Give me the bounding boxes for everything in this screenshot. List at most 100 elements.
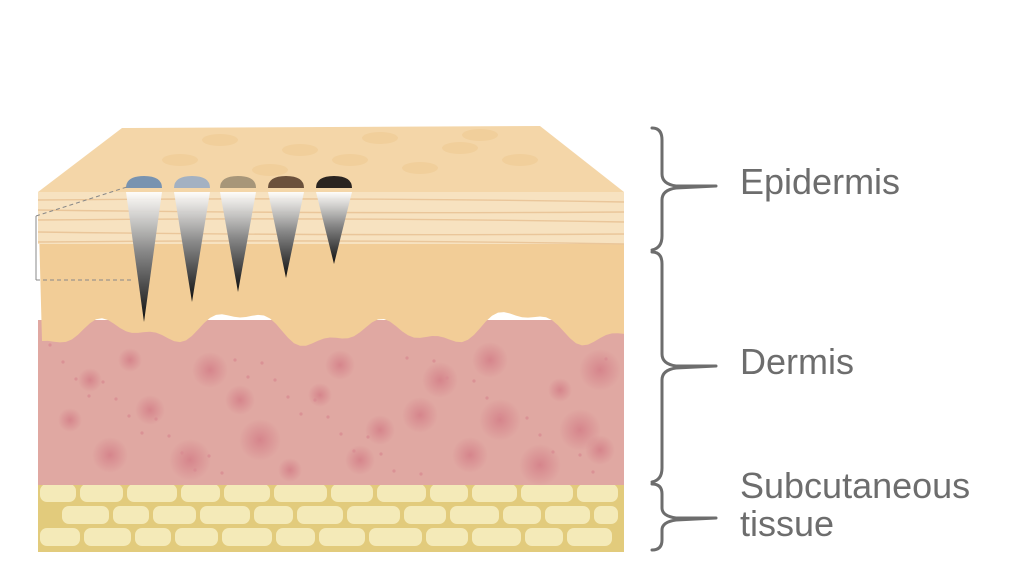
fat-cell bbox=[377, 484, 426, 502]
pigment-dot bbox=[126, 176, 162, 188]
fat-cell bbox=[135, 528, 171, 546]
dermis-dot bbox=[339, 432, 343, 436]
dermis-dot bbox=[591, 470, 595, 474]
dermis-spot bbox=[58, 408, 82, 432]
dermis-dot bbox=[167, 434, 171, 438]
dermis-spot bbox=[559, 409, 601, 451]
dermis-dot bbox=[419, 472, 423, 476]
surface-pore bbox=[462, 129, 498, 141]
bracket-dermis bbox=[650, 250, 718, 484]
surface-pores bbox=[162, 129, 538, 176]
fat-cell bbox=[276, 528, 315, 546]
dermis-spot bbox=[472, 342, 508, 378]
pigment-needles bbox=[126, 176, 352, 322]
dermis-spot bbox=[345, 445, 375, 475]
dermis-spot bbox=[365, 415, 395, 445]
subcutaneous-layer bbox=[38, 480, 624, 552]
dermis-dot bbox=[220, 471, 224, 475]
dermis-dot bbox=[260, 361, 264, 365]
dermis-dot bbox=[246, 375, 250, 379]
dermis-dot bbox=[379, 452, 383, 456]
fat-cell bbox=[319, 528, 365, 546]
dermis-dot bbox=[498, 413, 502, 417]
label-subcutaneous-line2: tissue bbox=[740, 503, 834, 544]
fat-cell bbox=[347, 506, 400, 524]
surface-pore bbox=[402, 162, 438, 174]
dermis-spot bbox=[579, 349, 621, 391]
dermis-dot bbox=[578, 453, 582, 457]
pigment-needle bbox=[174, 176, 210, 302]
fat-cell bbox=[113, 506, 149, 524]
dermis-spot bbox=[192, 352, 228, 388]
dermis-dot bbox=[233, 358, 237, 362]
dermis-spot bbox=[78, 368, 102, 392]
fat-cell bbox=[503, 506, 541, 524]
dermis-dot bbox=[604, 357, 608, 361]
label-epidermis: Epidermis bbox=[740, 161, 900, 202]
dermis-dot bbox=[352, 449, 356, 453]
fat-cell bbox=[472, 528, 521, 546]
fat-cell bbox=[175, 528, 218, 546]
dermis-dot bbox=[154, 417, 158, 421]
dermis-dot bbox=[366, 435, 370, 439]
fat-cell bbox=[577, 484, 618, 502]
dermis-spot bbox=[92, 437, 128, 473]
epidermis-top-surface bbox=[38, 126, 624, 192]
bracket-subcutaneous bbox=[650, 482, 718, 552]
layer-brackets bbox=[650, 126, 718, 552]
fat-cell bbox=[62, 506, 109, 524]
dermis-dot bbox=[180, 451, 184, 455]
surface-pore bbox=[282, 144, 318, 156]
fat-cell bbox=[472, 484, 517, 502]
fat-cell bbox=[426, 528, 468, 546]
fat-cell bbox=[521, 484, 573, 502]
fat-cells bbox=[40, 484, 618, 546]
dermis-layer bbox=[38, 320, 624, 486]
dermis-dot bbox=[405, 356, 409, 360]
fat-cell bbox=[525, 528, 563, 546]
dermis-dot bbox=[48, 343, 52, 347]
dermis-dot bbox=[326, 415, 330, 419]
label-subcutaneous: Subcutaneous bbox=[740, 465, 970, 506]
dermis-dot bbox=[538, 433, 542, 437]
dermis-dot bbox=[87, 394, 91, 398]
dermis-spot bbox=[118, 348, 142, 372]
fat-cell bbox=[127, 484, 177, 502]
surface-pore bbox=[362, 132, 398, 144]
fat-cell bbox=[594, 506, 618, 524]
depth-indicator bbox=[35, 185, 134, 281]
pigment-dot bbox=[316, 176, 352, 188]
surface-pore bbox=[442, 142, 478, 154]
fat-cell bbox=[80, 484, 123, 502]
pigment-dot bbox=[174, 176, 210, 188]
dermis-dot bbox=[127, 414, 131, 418]
layer-labels: Epidermis Dermis Subcutaneous tissue bbox=[740, 161, 970, 544]
dermis-spot bbox=[479, 399, 521, 441]
pigment-dot bbox=[268, 176, 304, 188]
dermis-spot bbox=[519, 444, 561, 486]
dermis-dot bbox=[392, 469, 396, 473]
dermis-spot bbox=[278, 458, 302, 482]
dermis-dot bbox=[472, 379, 476, 383]
pigment-needle bbox=[126, 176, 162, 322]
fat-cell bbox=[222, 528, 272, 546]
dermis-dot bbox=[114, 397, 118, 401]
fat-cell bbox=[254, 506, 293, 524]
fat-cell bbox=[181, 484, 220, 502]
fat-cell bbox=[274, 484, 327, 502]
pigment-needle bbox=[220, 176, 256, 292]
dermis-spot bbox=[308, 383, 332, 407]
fat-cell bbox=[297, 506, 343, 524]
dermis-spot bbox=[225, 385, 255, 415]
dermis-dot bbox=[273, 378, 277, 382]
dermis-dot bbox=[525, 416, 529, 420]
dermis-dot bbox=[140, 431, 144, 435]
surface-pore bbox=[502, 154, 538, 166]
fat-cell bbox=[153, 506, 196, 524]
dermis-dot bbox=[74, 377, 78, 381]
dermis-dot bbox=[101, 380, 105, 384]
dermis-spot bbox=[169, 439, 211, 481]
pigment-dot bbox=[220, 176, 256, 188]
dermis-spot bbox=[402, 397, 438, 433]
